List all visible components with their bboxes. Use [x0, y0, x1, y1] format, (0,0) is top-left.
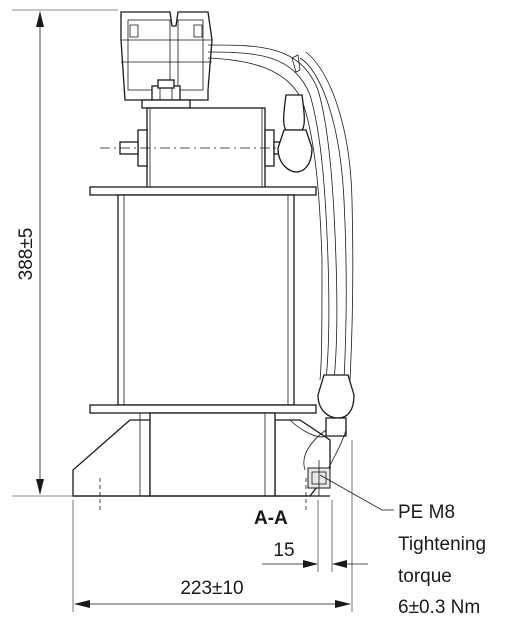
height-dimension: 388±5 [12, 9, 118, 497]
callout-line-2: Tightening [398, 534, 486, 555]
terminal-block [120, 11, 213, 109]
main-coil [89, 186, 317, 414]
cable-bundle [207, 44, 355, 496]
mounting-base [72, 412, 331, 510]
gap-dimension-label: 15 [273, 540, 294, 561]
width-dimension-label: 223±10 [180, 578, 243, 599]
callout-line-3: torque [398, 566, 452, 587]
upper-housing [100, 107, 312, 189]
height-dimension-label: 388±5 [16, 228, 37, 281]
section-label: A-A [254, 508, 288, 529]
pe-callout: PE M8 Tightening torque 6±0.3 Nm [319, 474, 486, 617]
gap-dimension: 15 [262, 500, 368, 572]
callout-line-1: PE M8 [398, 502, 455, 523]
width-dimension: 223±10 [72, 440, 353, 612]
callout-line-4: 6±0.3 Nm [398, 597, 480, 617]
